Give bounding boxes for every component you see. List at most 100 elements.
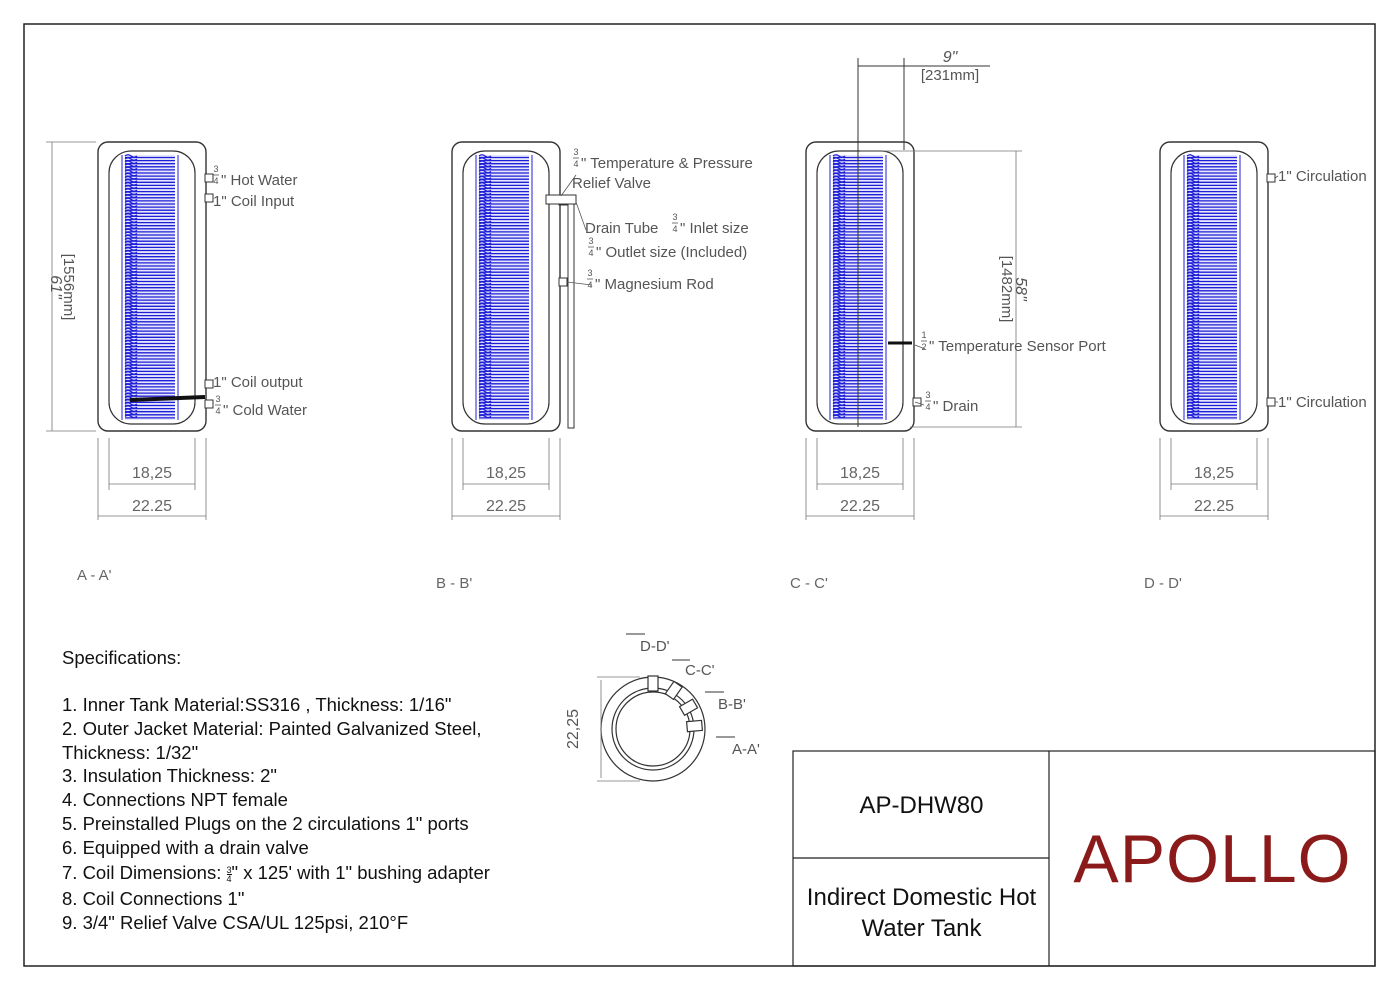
port-fitting (204, 173, 214, 183)
title-block-frame (792, 750, 1376, 967)
cold-water-label: " Cold Water (223, 402, 307, 419)
outer-width-dim: 22.25 (486, 498, 526, 515)
view-a-callouts: 34 " Hot Water 1" Coil Input 1" Coil out… (47, 164, 307, 419)
label-aa: A-A' (732, 741, 760, 758)
height-dimension (46, 141, 96, 432)
view-d-callouts: 1" Circulation 1" Circulation (1278, 168, 1367, 411)
height-dim-mm: [1556mm] (60, 254, 77, 321)
spec-item-5: 5. Preinstalled Plugs on the 2 circulati… (62, 813, 469, 834)
spec-item-4: 4. Connections NPT female (62, 789, 288, 810)
svg-text:4: 4 (672, 224, 677, 234)
port-fitting (1266, 173, 1276, 183)
top-section-labels: D-D' C-C' B-B' A-A' 22,25 (565, 638, 760, 758)
svg-text:3: 3 (215, 394, 220, 404)
drain-tube-label-a: Drain Tube (585, 220, 658, 237)
width-dimensions (1159, 438, 1269, 520)
relief-valve (545, 194, 577, 205)
spec-item-2b: Thickness: 1/32" (62, 742, 199, 763)
circulation-bottom-label: 1" Circulation (1278, 394, 1367, 411)
spec-item-3: 3. Insulation Thickness: 2" (62, 765, 277, 786)
label-dd: D-D' (640, 638, 670, 655)
drain-label: " Drain (933, 398, 978, 415)
width-dimensions (451, 438, 561, 520)
leader-line (566, 281, 593, 286)
frac-34-a1: 34 (213, 164, 219, 186)
coil-dim-mm: [1482mm] (998, 256, 1015, 323)
width-dim-mm: [231mm] (921, 67, 979, 84)
drain-tube (567, 203, 575, 429)
label-bb: B-B' (718, 696, 746, 713)
drain-tube-label-b: " Inlet size (680, 220, 749, 237)
sensor-port-label: " Temperature Sensor Port (929, 338, 1107, 355)
outer-width-dim: 22.25 (1194, 498, 1234, 515)
coil (475, 154, 533, 420)
port-fitting (204, 399, 214, 409)
svg-text:3: 3 (213, 164, 218, 174)
width-dim-inches: 9" (943, 49, 959, 66)
model-number: AP-DHW80 (859, 792, 984, 819)
section-label: A - A' (77, 567, 112, 584)
spec-item-9: 9. 3/4" Relief Valve CSA/UL 125psi, 210°… (62, 912, 409, 933)
specs-heading: Specifications: (62, 647, 182, 668)
section-label: B - B' (436, 575, 472, 592)
section-label: C - C' (790, 575, 828, 592)
coil (121, 154, 179, 420)
inner-width-dim: 18,25 (840, 465, 880, 482)
top-view-dim: 22,25 (565, 709, 582, 749)
svg-text:3: 3 (588, 236, 593, 246)
tank-view-3: 18,25 22.25 C - C' (790, 141, 915, 592)
inner-width-dim: 18,25 (132, 465, 172, 482)
svg-text:4: 4 (213, 176, 218, 186)
drawing-border (23, 23, 1376, 967)
section-label: D - D' (1144, 575, 1182, 592)
leader-line (575, 201, 587, 231)
coil (1183, 154, 1241, 420)
label-cc: C-C' (685, 662, 715, 679)
svg-text:2: 2 (921, 342, 926, 352)
svg-text:3: 3 (573, 147, 578, 157)
width-dimensions (805, 438, 915, 520)
inner-width-dim: 18,25 (1194, 465, 1234, 482)
leader-line (560, 174, 577, 197)
port-fitting (204, 379, 214, 389)
inner-width-dim: 18,25 (486, 465, 526, 482)
description-line-1: Indirect Domestic Hot (806, 884, 1037, 911)
port-fitting (912, 397, 922, 407)
outer-width-dim: 22.25 (840, 498, 880, 515)
magnesium-rod-label: " Magnesium Rod (595, 276, 714, 293)
height-dim-inches: 61" (47, 275, 64, 300)
spec-item-6: 6. Equipped with a drain valve (62, 837, 309, 858)
spec-item-2: 2. Outer Jacket Material: Painted Galvan… (62, 718, 482, 739)
svg-text:4: 4 (925, 402, 930, 412)
spec-item-7-a: 7. Coil Dimensions: (62, 862, 222, 883)
outer-width-dim: 22.25 (132, 498, 172, 515)
tank-view-4: 18,25 22.25 D - D' (1144, 141, 1269, 592)
frac-34-a2: 34 (215, 394, 221, 416)
tank-view-1: 18,25 22.25 A - A' (77, 141, 207, 584)
width-dimensions (97, 438, 207, 520)
coil-height-dimension (860, 150, 1022, 428)
svg-text:1: 1 (921, 330, 926, 340)
port-fitting (204, 193, 214, 203)
cold-water-dip-tube (129, 395, 206, 402)
port-fitting (1266, 397, 1276, 407)
spec-item-1: 1. Inner Tank Material:SS316 , Thickness… (62, 694, 452, 715)
svg-text:4: 4 (588, 248, 593, 258)
top-section-view (597, 633, 735, 782)
svg-text:3: 3 (672, 212, 677, 222)
view-c-callouts: 12 " Temperature Sensor Port 34 " Drain … (921, 49, 1107, 415)
spec-item-7-b: " x 125' with 1" bushing adapter (231, 862, 490, 883)
description-line-2: Water Tank (861, 915, 982, 942)
svg-text:3: 3 (587, 268, 592, 278)
leader-line (914, 344, 926, 350)
svg-text:4: 4 (587, 280, 592, 290)
coil-width-dimension (857, 58, 990, 427)
coil-dim-inches: 58" (1012, 277, 1029, 302)
coil-output-label: 1" Coil output (213, 374, 303, 391)
leader-line (1274, 175, 1279, 179)
brand-logo: APOLLO (1073, 821, 1352, 897)
hot-water-label: " Hot Water (221, 172, 297, 189)
leader-line (914, 401, 925, 406)
